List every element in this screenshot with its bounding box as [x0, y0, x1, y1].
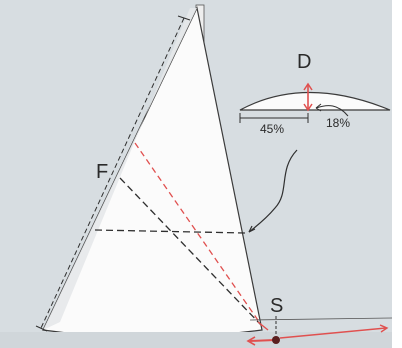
- draft-section-line: [94, 229, 247, 234]
- luff-measure-line: [40, 17, 185, 329]
- label-luff-point: F: [96, 161, 108, 183]
- red-force-arrow-right: [279, 327, 387, 339]
- label-tack-point: S: [270, 295, 283, 317]
- leader-arrowhead: [248, 225, 256, 233]
- label-depth-pct: 18%: [326, 116, 350, 130]
- red-dashed-line: [134, 142, 263, 327]
- label-draft: D: [297, 51, 311, 73]
- red-force-arrow-left: [249, 339, 276, 342]
- right-border-strip: [392, 0, 402, 348]
- depth-pct-leader: [315, 105, 349, 117]
- red-force-arrowhead-left: [246, 336, 256, 346]
- section-profile: [239, 92, 391, 111]
- luff-measure-tick-top: [177, 15, 191, 21]
- red-force-arrowhead-right: [379, 324, 389, 333]
- depth-pct-arrowhead: [315, 103, 322, 112]
- luff-measure-tick-bottom: [35, 325, 48, 332]
- ground-strip: [0, 332, 392, 348]
- label-foot-pct: 45%: [260, 122, 284, 136]
- deck-line: [249, 317, 393, 321]
- leader-curve: [248, 149, 298, 233]
- tack-dot: [272, 336, 280, 344]
- leech-band: [43, 8, 197, 330]
- dashed-line-from-f: [119, 177, 263, 327]
- tack-red-arrow: [257, 321, 269, 331]
- draft-depth-arrowheads: [303, 82, 313, 112]
